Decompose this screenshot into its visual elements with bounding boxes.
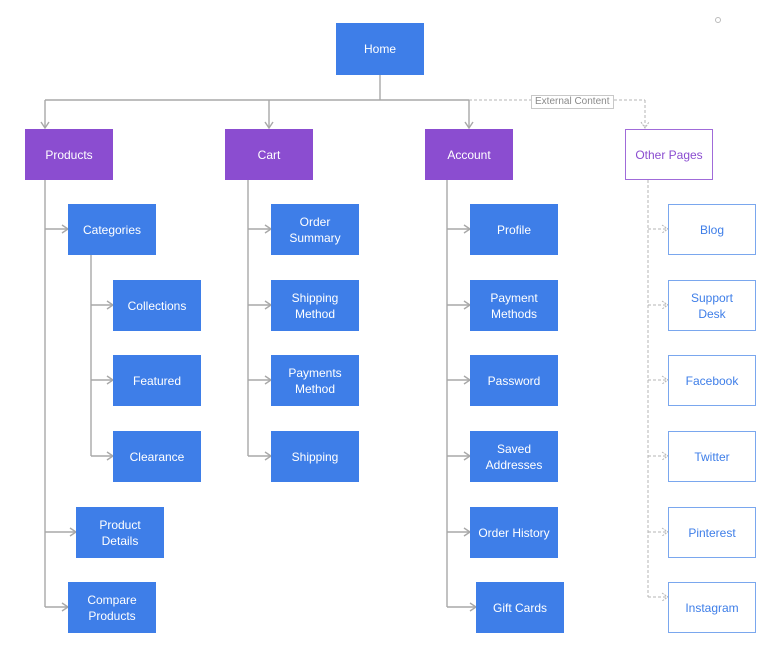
node-blog[interactable]: Blog — [668, 204, 756, 255]
node-home[interactable]: Home — [336, 23, 424, 75]
node-support-desk[interactable]: Support Desk — [668, 280, 756, 331]
node-facebook[interactable]: Facebook — [668, 355, 756, 406]
node-profile[interactable]: Profile — [470, 204, 558, 255]
node-featured[interactable]: Featured — [113, 355, 201, 406]
node-gift-cards[interactable]: Gift Cards — [476, 582, 564, 633]
node-saved-addresses[interactable]: Saved Addresses — [470, 431, 558, 482]
node-order-summary[interactable]: Order Summary — [271, 204, 359, 255]
node-twitter[interactable]: Twitter — [668, 431, 756, 482]
corner-handle-icon — [715, 17, 721, 23]
node-product-details[interactable]: Product Details — [76, 507, 164, 558]
node-account[interactable]: Account — [425, 129, 513, 180]
arrow-to-cart — [264, 121, 274, 130]
node-payments-method[interactable]: Payments Method — [271, 355, 359, 406]
node-products[interactable]: Products — [25, 129, 113, 180]
arrow-to-account — [464, 121, 474, 130]
external-content-label: External Content — [531, 95, 614, 109]
node-collections[interactable]: Collections — [113, 280, 201, 331]
node-cart[interactable]: Cart — [225, 129, 313, 180]
node-shipping-method[interactable]: Shipping Method — [271, 280, 359, 331]
node-password[interactable]: Password — [470, 355, 558, 406]
node-instagram[interactable]: Instagram — [668, 582, 756, 633]
node-order-history[interactable]: Order History — [470, 507, 558, 558]
node-shipping[interactable]: Shipping — [271, 431, 359, 482]
node-payment-methods[interactable]: Payment Methods — [470, 280, 558, 331]
node-compare-products[interactable]: Compare Products — [68, 582, 156, 633]
arrow-to-other-pages — [640, 121, 650, 129]
node-clearance[interactable]: Clearance — [113, 431, 201, 482]
node-other-pages[interactable]: Other Pages — [625, 129, 713, 180]
arrow-to-products — [40, 121, 50, 130]
node-categories[interactable]: Categories — [68, 204, 156, 255]
node-pinterest[interactable]: Pinterest — [668, 507, 756, 558]
